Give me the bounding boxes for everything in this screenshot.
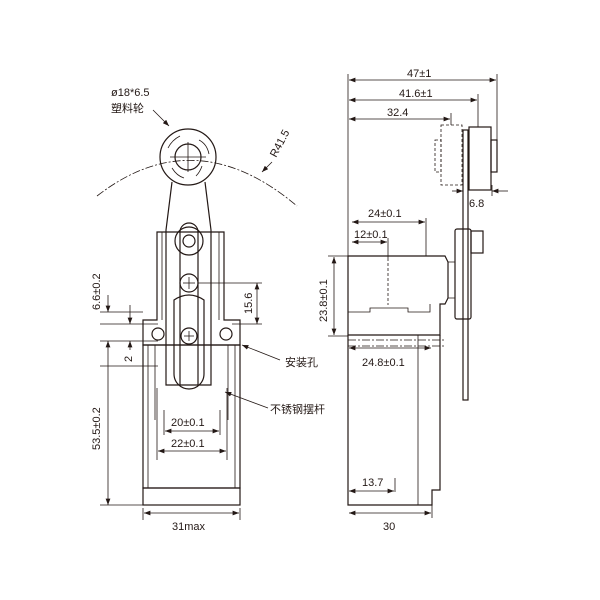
side-body: [347, 335, 441, 506]
roller-material-label: 塑料轮: [111, 101, 144, 115]
dim-2: 2: [123, 356, 135, 362]
front-view: 6.6±0.2 2 53.5±0.2 15.6 20±0.1 22±0.1 31…: [91, 87, 325, 533]
dim-24: 24±0.1: [368, 208, 402, 220]
dim-24-8: 24.8±0.1: [362, 357, 405, 369]
side-head-block: [347, 255, 449, 336]
dim-53-5: 53.5±0.2: [91, 407, 103, 450]
dim-6-6: 6.6±0.2: [91, 273, 103, 310]
side-lever: [462, 129, 469, 401]
roller-size-label: ø18*6.5: [111, 87, 150, 99]
dim-13-7: 13.7: [362, 477, 383, 489]
dim-41-6: 41.6±1: [399, 88, 433, 100]
dim-6-8: 6.8: [469, 198, 484, 210]
dim-32-4: 32.4: [387, 107, 408, 119]
dim-47: 47±1: [407, 68, 431, 80]
side-roller: [468, 126, 492, 191]
dim-22: 22±0.1: [171, 438, 205, 450]
lever-arm: [165, 181, 212, 386]
roller-alt-position: [440, 124, 463, 186]
roller-wheel: [159, 128, 217, 186]
dim-23-8: 23.8±0.1: [318, 279, 330, 322]
dim-12: 12±0.1: [354, 229, 388, 241]
base-plate: [142, 487, 241, 506]
dim-31: 31max: [172, 521, 206, 533]
radius-label: R41.5: [268, 128, 292, 160]
swing-radius-arc: [96, 160, 298, 207]
dim-30: 30: [383, 521, 395, 533]
side-lever-bracket: [454, 228, 472, 320]
mount-hole-label: 安装孔: [285, 355, 318, 369]
mount-hole-left: [151, 327, 165, 341]
hex-bolt: [174, 226, 204, 256]
dim-20: 20±0.1: [171, 417, 205, 429]
mount-hole-right: [219, 327, 233, 341]
lever-material-label: 不锈钢摆杆: [270, 402, 325, 416]
dim-15-6: 15.6: [243, 293, 255, 314]
side-view: 47±1 41.6±1 32.4 6.8 24±0.1 12±0.1 23.8±…: [318, 68, 508, 533]
